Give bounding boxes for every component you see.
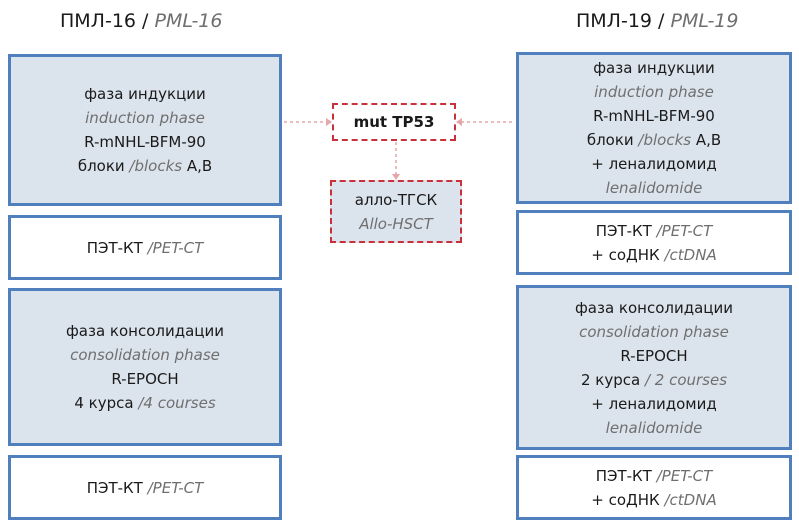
left-consolidation-box: фаза консолидации consolidation phase R-… [8, 288, 282, 446]
left-title-en: PML-16 [154, 10, 223, 32]
allo-hsct-box: алло-ТГСК Allo-HSCT [330, 180, 462, 243]
right-title-en: PML-19 [670, 10, 739, 32]
left-pet-box-1: ПЭТ-КТ /PET-CT [8, 215, 282, 280]
right-title: ПМЛ-19 / PML-19 [576, 10, 739, 32]
right-connector-arrowhead [456, 118, 462, 126]
left-pet-box-2: ПЭТ-КТ /PET-CT [8, 455, 282, 520]
left-title: ПМЛ-16 / PML-16 [60, 10, 223, 32]
down-connector-arrowhead [392, 174, 400, 180]
right-pet-box-2: ПЭТ-КТ /PET-CT + соДНК /ctDNA [516, 455, 792, 520]
left-connector-arrowhead [326, 118, 332, 126]
right-title-ru: ПМЛ-19 [576, 10, 652, 32]
right-induction-box: фаза индукции induction phase R-mNHL-BFM… [516, 52, 792, 204]
right-consolidation-box: фаза консолидации consolidation phase R-… [516, 285, 792, 450]
right-pet-box-1: ПЭТ-КТ /PET-CT + соДНК /ctDNA [516, 210, 792, 275]
mut-tp53-box: mut TP53 [332, 103, 456, 141]
left-induction-box: фаза индукции induction phase R-mNHL-BFM… [8, 54, 282, 206]
left-title-ru: ПМЛ-16 [60, 10, 136, 32]
